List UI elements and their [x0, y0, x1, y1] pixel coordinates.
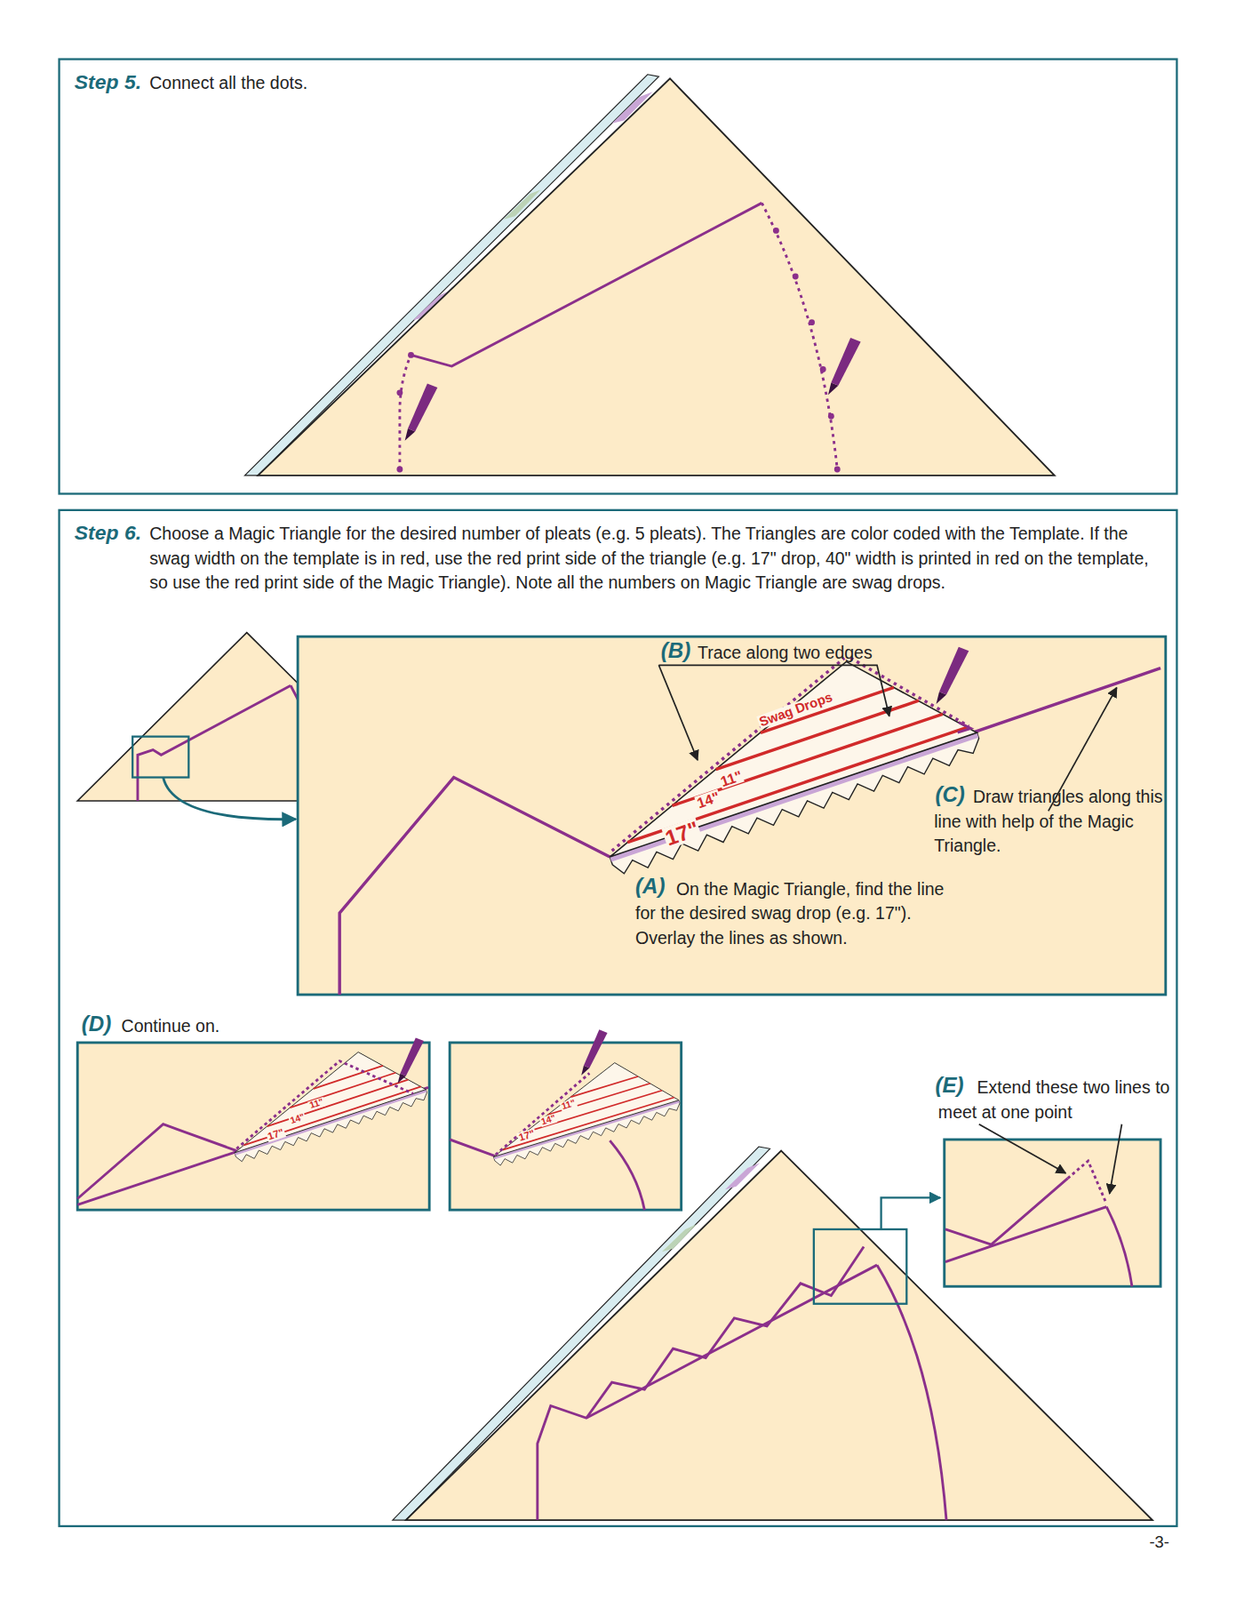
step-instruction: Choose a Magic Triangle for the desired … — [149, 522, 1162, 597]
step-panel: Step 5. Connect all the dots. — [57, 57, 1178, 495]
step-letter: (D) — [81, 1012, 112, 1037]
callout-text: Continue on. — [121, 1014, 221, 1040]
step-header: Step 6. Choose a Magic Triangle for the d… — [60, 510, 1177, 596]
step-instruction: Connect all the dots. — [149, 71, 1162, 96]
callout-text: On the Magic Triangle, find the line for… — [635, 877, 962, 951]
step-letter: (E) — [934, 1072, 964, 1098]
page-number: -3- — [1148, 1530, 1169, 1555]
step-number: Step 6. — [74, 520, 142, 544]
callout-text: Extend these two lines to meet at one po… — [938, 1076, 1173, 1125]
step-letter: (C) — [934, 781, 965, 807]
step-letter: (A) — [635, 874, 665, 900]
step-header: Step 5. Connect all the dots. — [60, 60, 1177, 96]
step-number: Step 5. — [74, 70, 142, 94]
step-panel: Step 6. Choose a Magic Triangle for the d… — [57, 509, 1178, 1527]
callout-text: Draw triangles along this line with help… — [933, 785, 1171, 860]
callout-text: Trace along two edges — [697, 641, 873, 667]
step-letter: (B) — [661, 637, 691, 663]
